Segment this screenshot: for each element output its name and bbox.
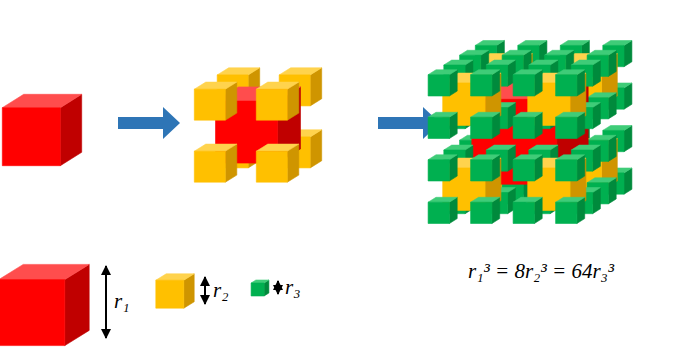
cube-face (194, 89, 225, 120)
cube-face (428, 160, 449, 181)
cube-face (513, 112, 542, 117)
dimension-arrow (204, 277, 206, 304)
cube-face (518, 41, 547, 46)
cube-face (513, 117, 534, 138)
cube-face (256, 144, 299, 151)
cube-face (428, 75, 449, 96)
dimension-label: r₃ (285, 276, 300, 299)
dimension-label: r₁ (114, 290, 129, 313)
cube-face (556, 155, 585, 160)
cube-face (529, 145, 558, 150)
cube-face (156, 274, 194, 280)
cube-face (486, 60, 515, 65)
cube-face (513, 197, 542, 202)
cube-face (587, 93, 616, 98)
cube-face (471, 75, 492, 96)
cube-face (279, 68, 322, 75)
cube-face (587, 178, 616, 183)
cube-face (603, 41, 632, 46)
cube-face (256, 151, 287, 182)
cube-face (486, 145, 515, 150)
cube-face (571, 60, 600, 65)
cube-face (251, 280, 269, 283)
cube-face (471, 160, 492, 181)
cube-face (513, 155, 542, 160)
cube-face (251, 283, 264, 296)
equation-label: r₁³ = 8r₂³ = 64r₃³ (468, 260, 614, 283)
cube-face (471, 155, 500, 160)
cube-face (513, 202, 534, 223)
cube-face (571, 145, 600, 150)
cube-face (471, 112, 500, 117)
process-arrow (118, 107, 180, 139)
cube-face (194, 82, 237, 89)
cube-face (428, 202, 449, 223)
cube-face (2, 94, 81, 107)
cube-face (444, 60, 473, 65)
cube-face (556, 70, 585, 75)
cube-face (0, 280, 65, 346)
cube-face (194, 151, 225, 182)
cube-face (428, 117, 449, 138)
dimension-arrow (277, 281, 279, 294)
cube-face (428, 112, 457, 117)
cube-face (156, 280, 184, 308)
cube-face (256, 82, 299, 89)
dimension-arrow (105, 266, 107, 338)
cube-face (560, 41, 589, 46)
dimension-label: r₂ (213, 279, 228, 302)
cube-face (556, 117, 577, 138)
cube-face (460, 50, 489, 55)
cube-face (556, 112, 585, 117)
cube-face (2, 108, 60, 166)
cube-face (444, 145, 473, 150)
cube-face (471, 70, 500, 75)
cube-face (194, 144, 237, 151)
cube-face (217, 68, 260, 75)
cube-face (471, 197, 500, 202)
cube-face (428, 70, 457, 75)
cube-face (471, 117, 492, 138)
cube-face (556, 202, 577, 223)
cube-face (556, 160, 577, 181)
cube-face (475, 41, 504, 46)
cube-face (587, 50, 616, 55)
cube-face (428, 155, 457, 160)
cube-face (513, 75, 534, 96)
cube-face (0, 264, 89, 279)
cube-face (529, 60, 558, 65)
cube-face (545, 50, 574, 55)
cube-face (513, 70, 542, 75)
cube-face (513, 160, 534, 181)
cube-face (502, 50, 531, 55)
cube-face (587, 135, 616, 140)
cube-face (256, 89, 287, 120)
cube-face (428, 197, 457, 202)
cube-face (603, 126, 632, 131)
cube-face (556, 197, 585, 202)
cube-face (471, 202, 492, 223)
cube-face (556, 75, 577, 96)
